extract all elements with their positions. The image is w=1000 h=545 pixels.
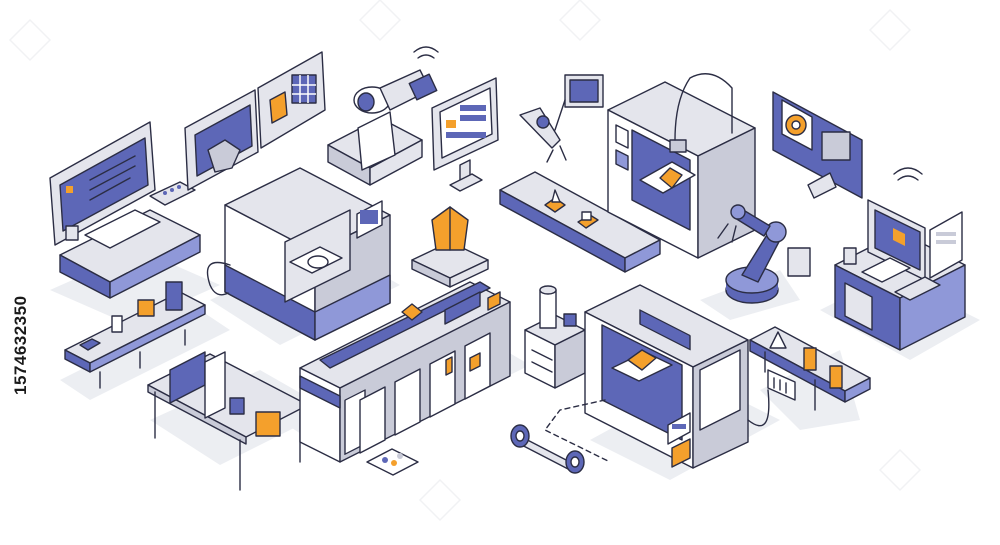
conveyor-belt-top xyxy=(499,171,661,273)
computer-workstation-left xyxy=(49,121,201,299)
storage-cabinet xyxy=(524,285,586,389)
stock-id-label: 1574632350 xyxy=(11,295,30,395)
watermark-pattern xyxy=(8,0,922,522)
production-line-machine xyxy=(299,281,511,463)
cnc-machine xyxy=(206,167,391,341)
small-robot-arm xyxy=(519,74,604,163)
conveyor-belt-right xyxy=(749,326,871,411)
cable-spool xyxy=(510,399,611,474)
product-pedestal xyxy=(411,206,489,288)
3d-printer-large xyxy=(607,73,756,259)
floating-panel-shield xyxy=(184,89,259,191)
robotic-camera-arm xyxy=(327,46,439,186)
floor-control-pad xyxy=(366,448,419,476)
floating-panel-grid xyxy=(257,51,326,149)
industrial-robot-arm xyxy=(717,204,811,304)
3d-printer-small xyxy=(584,284,770,469)
stock-id-text: 1574632350 xyxy=(11,295,30,395)
work-table xyxy=(147,351,309,491)
info-kiosk xyxy=(431,77,499,192)
floating-panel-right xyxy=(772,91,863,199)
conveyor-belt-left xyxy=(64,281,206,389)
computer-workstation-right xyxy=(834,167,966,351)
